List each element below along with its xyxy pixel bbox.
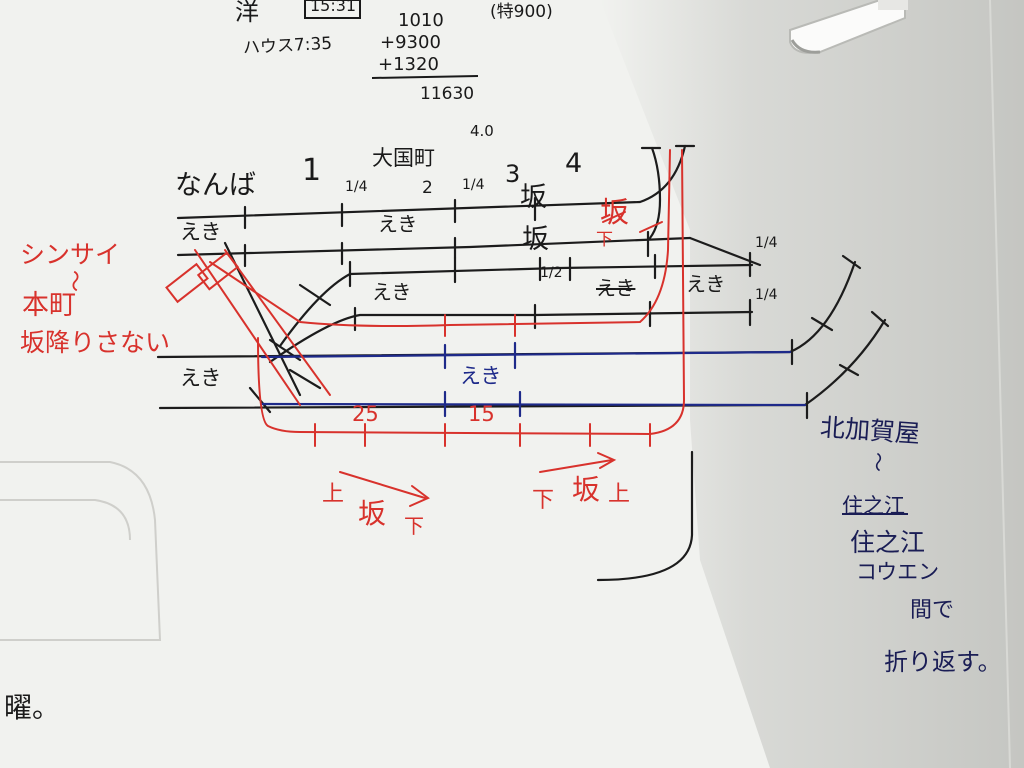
calc-line3: +1320: [378, 54, 439, 75]
note-down-b: 下: [532, 488, 555, 513]
label-eki-1: えき: [180, 220, 222, 244]
note-shinsai: シンサイ: [20, 240, 121, 269]
note-tilde: 〜: [61, 269, 87, 293]
note-navy-tilde: 〜: [866, 452, 890, 472]
red-tracks: [165, 149, 686, 507]
label-eki-2: えき: [378, 212, 418, 236]
blue-tracks: [260, 341, 807, 418]
note-down-a: 下: [404, 514, 424, 538]
label-eki-6: えき: [460, 364, 502, 388]
station-nanba: なんば: [175, 170, 256, 201]
calc-line2: +9300: [380, 32, 441, 53]
label-kudari: 下: [596, 230, 613, 250]
note-kitakagaya: 北加賀屋: [819, 412, 921, 449]
note-kan: 間で: [910, 598, 955, 623]
section-3: 3: [505, 160, 521, 188]
note-suminoe: 住之江: [850, 528, 926, 557]
label-eki-7-struck: えき: [596, 276, 636, 300]
calc-boxed-time: 15:31: [310, 0, 357, 15]
calc-top-left: 洋: [235, 0, 259, 26]
calc-note: (特900): [490, 2, 553, 22]
corner-text: 曜。: [4, 691, 61, 724]
shadow: [600, 0, 1024, 768]
note-up-b: 上: [608, 482, 631, 507]
fraction-1: 1/4: [345, 179, 368, 195]
calc-total: 11630: [420, 84, 475, 104]
label-saka-1: 坂: [520, 182, 547, 213]
section-2: 2: [422, 178, 433, 198]
calc-line1: 1010: [398, 10, 444, 31]
label-saka-red: 坂: [600, 195, 630, 229]
note-25: 25: [352, 402, 379, 426]
station-daikokucho: 大国町: [372, 146, 435, 170]
note-15: 15: [468, 402, 495, 426]
marker-pen: [789, 0, 908, 54]
fraction-3: 1/4: [755, 235, 778, 251]
note-koen: コウエン: [856, 560, 940, 584]
note-struck: 住之江: [842, 494, 905, 518]
note-no-slope: 坂降りさない: [20, 328, 171, 357]
note-up: 上: [322, 482, 345, 507]
calc-time: ハウス7:35: [242, 33, 333, 59]
calc-small: 4.0: [470, 122, 494, 140]
note-honmachi: 本町: [22, 290, 76, 321]
fraction-4: 1/4: [755, 287, 778, 303]
label-saka-2: 坂: [522, 224, 549, 255]
note-saka-b: 坂: [572, 473, 601, 506]
note-ori: 折り返す。: [884, 648, 1002, 676]
fraction-2: 1/4: [462, 177, 485, 193]
label-eki-4: えき: [686, 272, 726, 296]
section-4: 4: [565, 148, 583, 179]
label-eki-3: えき: [372, 280, 412, 304]
bleed-through-sketch: [0, 461, 162, 641]
label-eki-5: えき: [180, 366, 222, 390]
fraction-half: 1/2: [540, 265, 563, 281]
note-saka-a: 坂: [358, 497, 387, 530]
section-1: 1: [302, 153, 322, 188]
